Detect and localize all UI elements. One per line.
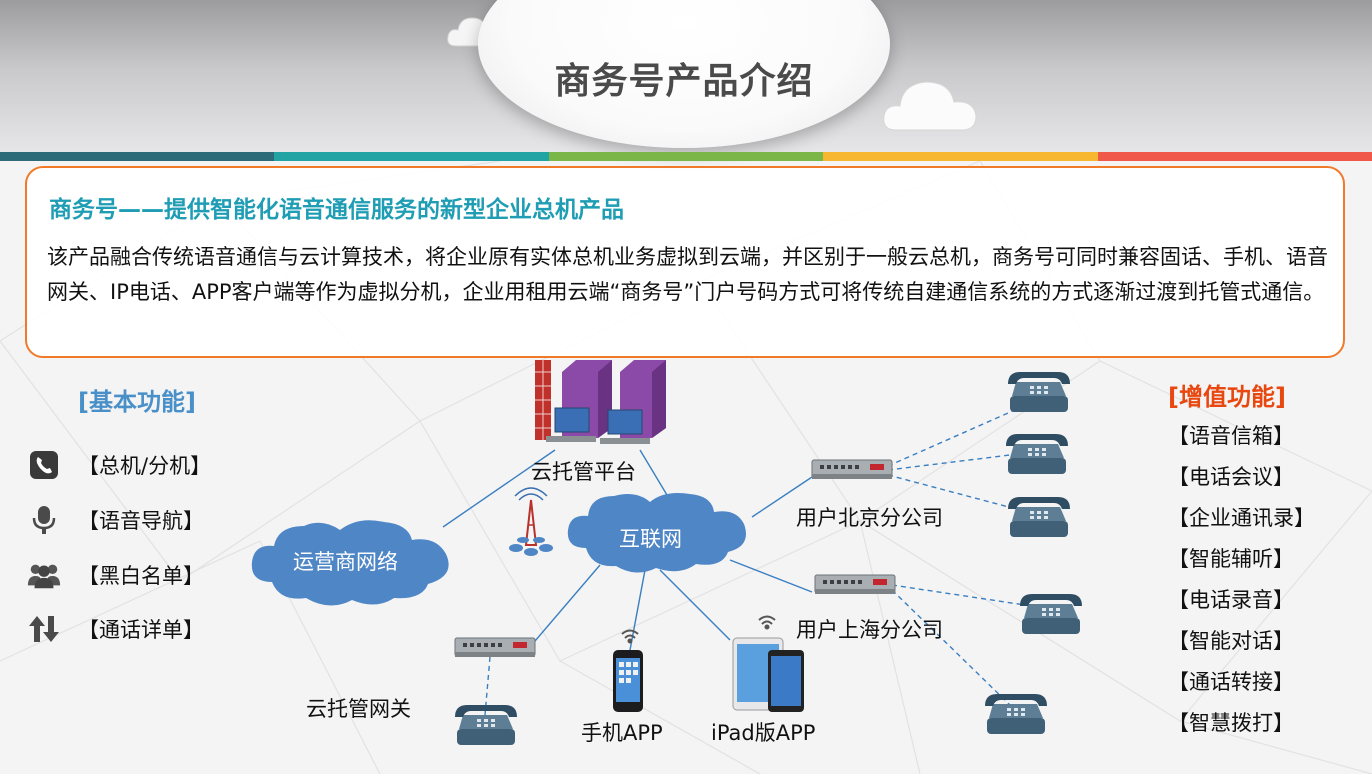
desk-phone-icon [985,694,1047,734]
connection-line [534,564,601,642]
value-added-function-item: 【电话录音】 [1168,588,1294,612]
intro-heading: 商务号——提供智能化语音通信服务的新型企业总机产品 [49,197,624,223]
intro-box: 商务号——提供智能化语音通信服务的新型企业总机产品 该产品融合传统语音通信与云计… [25,166,1345,358]
value-added-function-item: 【智能对话】 [1168,629,1294,653]
cloud-gateway-label: 云托管网关 [306,697,411,721]
color-bar-segment [823,152,1098,161]
dashed-connection-line [891,584,1026,606]
desk-phone-icon [1006,434,1068,474]
phone-icon [26,447,62,483]
color-bar [0,152,1372,161]
wifi-icon [621,629,639,644]
wifi-icon [758,615,776,630]
value-added-function-item: 【智慧拨打】 [1168,711,1294,735]
value-added-function-item: 【智能辅听】 [1168,547,1294,571]
connection-line [442,449,556,528]
shanghai-gateway-device [814,574,896,595]
beijing-gateway-device [811,459,893,480]
basic-functions-title: [基本功能] [78,388,196,416]
color-bar-segment [1097,152,1372,161]
desk-phone-icon [455,705,517,745]
value-added-function-item: 【通话转接】 [1168,670,1294,694]
ipad-app-label: iPad版APP [711,721,816,745]
value-added-function-item: 【电话会议】 [1168,465,1294,489]
carrier-network-label: 运营商网络 [293,550,398,574]
connection-line [729,559,813,593]
connection-line [659,569,731,641]
mobile-phone-icon [613,650,643,712]
intro-paragraph: 该产品融合传统语音通信与云计算技术，将企业原有实体总机业务虚拟到云端，并区别于一… [47,245,1328,304]
dashed-connection-line [891,589,1011,706]
microphone-icon [26,502,62,538]
color-bar-segment [274,152,549,161]
cloud-decoration-right [883,81,977,131]
color-bar-segment [0,152,275,161]
basic-function-label: 【通话详单】 [78,618,204,642]
basic-function-label: 【语音导航】 [78,509,204,533]
value-added-functions-title: [增值功能] [1168,383,1286,411]
basic-function-label: 【黑白名单】 [78,564,204,588]
users-icon [26,557,62,593]
signal-tower-icon [509,487,553,556]
dashed-connection-line [887,409,1016,467]
cloud-platform-label: 云托管平台 [531,460,636,484]
transfer-arrows-icon [26,611,62,647]
cloud-gateway-device [454,637,536,658]
basic-function-item: 【黑白名单】 [26,555,246,595]
carrier-network-cloud [251,520,449,606]
desk-phone-icon [1008,372,1070,412]
dashed-connection-line [887,474,1021,511]
ipad-icon [732,637,804,712]
basic-function-item: 【总机/分机】 [26,445,246,485]
color-bar-segment [548,152,824,161]
mobile-app-label: 手机APP [581,721,663,745]
value-added-function-item: 【企业通讯录】 [1168,506,1315,530]
desk-phone-icon [1020,594,1082,634]
page-title: 商务号产品介绍 [554,61,814,102]
basic-function-label: 【总机/分机】 [78,454,212,478]
value-added-function-item: 【语音信箱】 [1168,424,1294,448]
internet-cloud [567,493,746,573]
dashed-connection-line [887,454,1011,471]
shanghai-branch-label: 用户上海分公司 [796,618,943,642]
cloud-platform-server-icon [535,360,666,444]
internet-label: 互联网 [619,527,682,551]
connection-line [751,476,813,518]
basic-function-item: 【通话详单】 [26,609,246,649]
basic-function-item: 【语音导航】 [26,500,246,540]
connection-line [629,569,646,651]
connection-line [639,449,671,501]
beijing-branch-label: 用户北京分公司 [796,506,943,530]
desk-phone-icon [1008,497,1070,537]
